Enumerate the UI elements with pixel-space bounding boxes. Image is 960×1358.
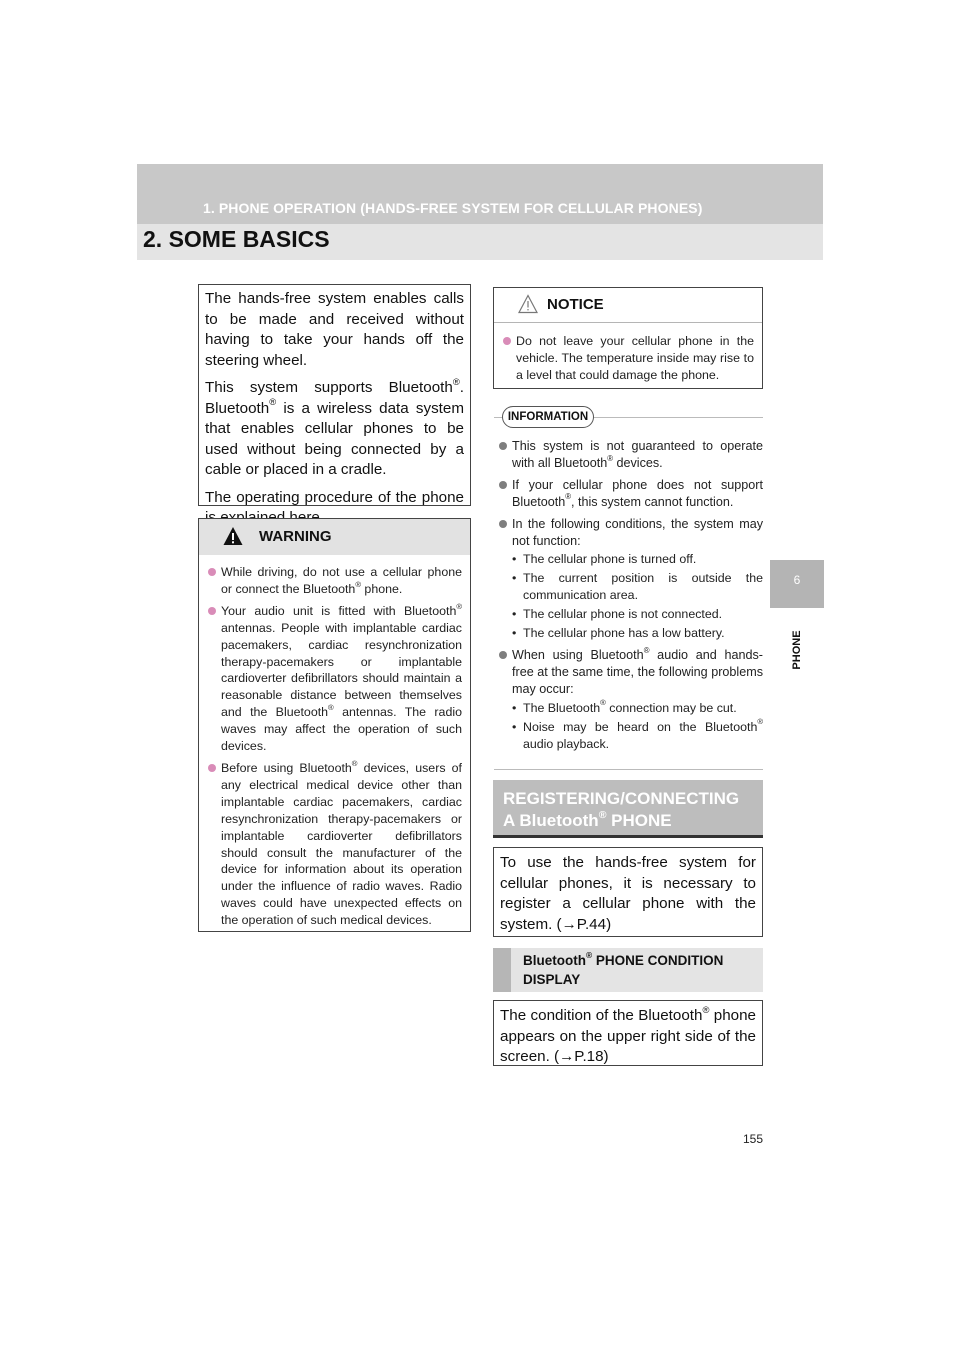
caution-icon: [518, 294, 538, 314]
divider: [494, 322, 762, 323]
bullet-icon: [499, 519, 507, 528]
heading-line: A Bluetooth® PHONE: [503, 808, 672, 830]
list-item: When using Bluetooth® audio and hands-fr…: [499, 646, 763, 753]
warning-title: WARNING: [259, 528, 332, 545]
warning-box: WARNING While driving, do not use a cell…: [198, 518, 471, 932]
list-item: Your audio unit is fitted with Bluetooth…: [208, 602, 462, 755]
notice-title: NOTICE: [547, 296, 604, 313]
sublist-item: The Bluetooth® connection may be cut.: [512, 699, 763, 717]
warning-header: WARNING: [199, 519, 470, 555]
sublist-item: The cellular phone is turned off.: [512, 551, 763, 568]
heading-line: REGISTERING/CONNECTING: [503, 789, 740, 808]
list-item: While driving, do not use a cellular pho…: [208, 564, 462, 598]
registering-heading: REGISTERING/CONNECTING A Bluetooth® PHON…: [493, 780, 763, 838]
bullet-icon: [208, 763, 216, 772]
header-heading-band: [137, 224, 823, 260]
section-title: 1. PHONE OPERATION (HANDS-FREE SYSTEM FO…: [203, 200, 703, 216]
intro-paragraph: The hands-free system enables calls to b…: [205, 290, 464, 369]
registering-text: To use the hands-free system for cellula…: [500, 854, 756, 933]
notice-header: NOTICE: [494, 288, 762, 322]
problem-sublist: The Bluetooth® connection may be cut. No…: [512, 699, 763, 753]
condition-sublist: The cellular phone is turned off. The cu…: [512, 551, 763, 642]
notice-list: Do not leave your cellular phone in the …: [494, 322, 762, 384]
heading-accent-bar: [493, 948, 511, 992]
bullet-icon: [499, 480, 507, 489]
list-item: Do not leave your cellular phone in the …: [503, 333, 754, 384]
sublist-item: The current position is outside the comm…: [512, 570, 763, 604]
information-badge: INFORMATION: [502, 406, 594, 428]
bullet-icon: [499, 442, 507, 450]
bullet-icon: [208, 606, 216, 615]
heading-line: Bluetooth® PHONE CONDITION: [523, 950, 724, 968]
condition-display-text: The condition of the Bluetooth® phone ap…: [500, 1003, 756, 1065]
chapter-label: PHONE: [791, 630, 803, 670]
page-heading: 2. SOME BASICS: [143, 226, 330, 252]
notice-box: NOTICE Do not leave your cellular phone …: [493, 287, 763, 389]
list-item: In the following conditions, the system …: [499, 516, 763, 642]
list-item: Before using Bluetooth® devices, users o…: [208, 759, 462, 929]
intro-paragraph: This system supports Bluetooth®. Bluetoo…: [205, 375, 464, 478]
heading-line: DISPLAY: [523, 972, 581, 987]
condition-display-text-box: The condition of the Bluetooth® phone ap…: [493, 1000, 763, 1066]
sublist-item: The cellular phone is not connected.: [512, 606, 763, 623]
information-list: This system is not guaranteed to operate…: [499, 438, 763, 757]
sublist-item: Noise may be heard on the Bluetooth® aud…: [512, 718, 763, 753]
bullet-icon: [208, 568, 216, 576]
bullet-icon: [503, 337, 511, 345]
bullet-icon: [499, 650, 507, 659]
chapter-tab: [770, 560, 824, 608]
list-item: If your cellular phone does not support …: [499, 477, 763, 511]
divider: [494, 769, 763, 770]
intro-box: The hands-free system enables calls to b…: [198, 284, 471, 526]
list-item: This system is not guaranteed to operate…: [499, 438, 763, 472]
page-number: 155: [743, 1132, 764, 1146]
condition-display-heading: Bluetooth® PHONE CONDITION DISPLAY: [493, 948, 763, 992]
warning-icon: [223, 527, 243, 545]
divider: [494, 417, 763, 418]
registering-text-box: To use the hands-free system for cellula…: [493, 847, 763, 937]
warning-list: While driving, do not use a cellular pho…: [199, 555, 470, 929]
sublist-item: The cellular phone has a low battery.: [512, 625, 763, 642]
chapter-number: 6: [793, 573, 801, 587]
